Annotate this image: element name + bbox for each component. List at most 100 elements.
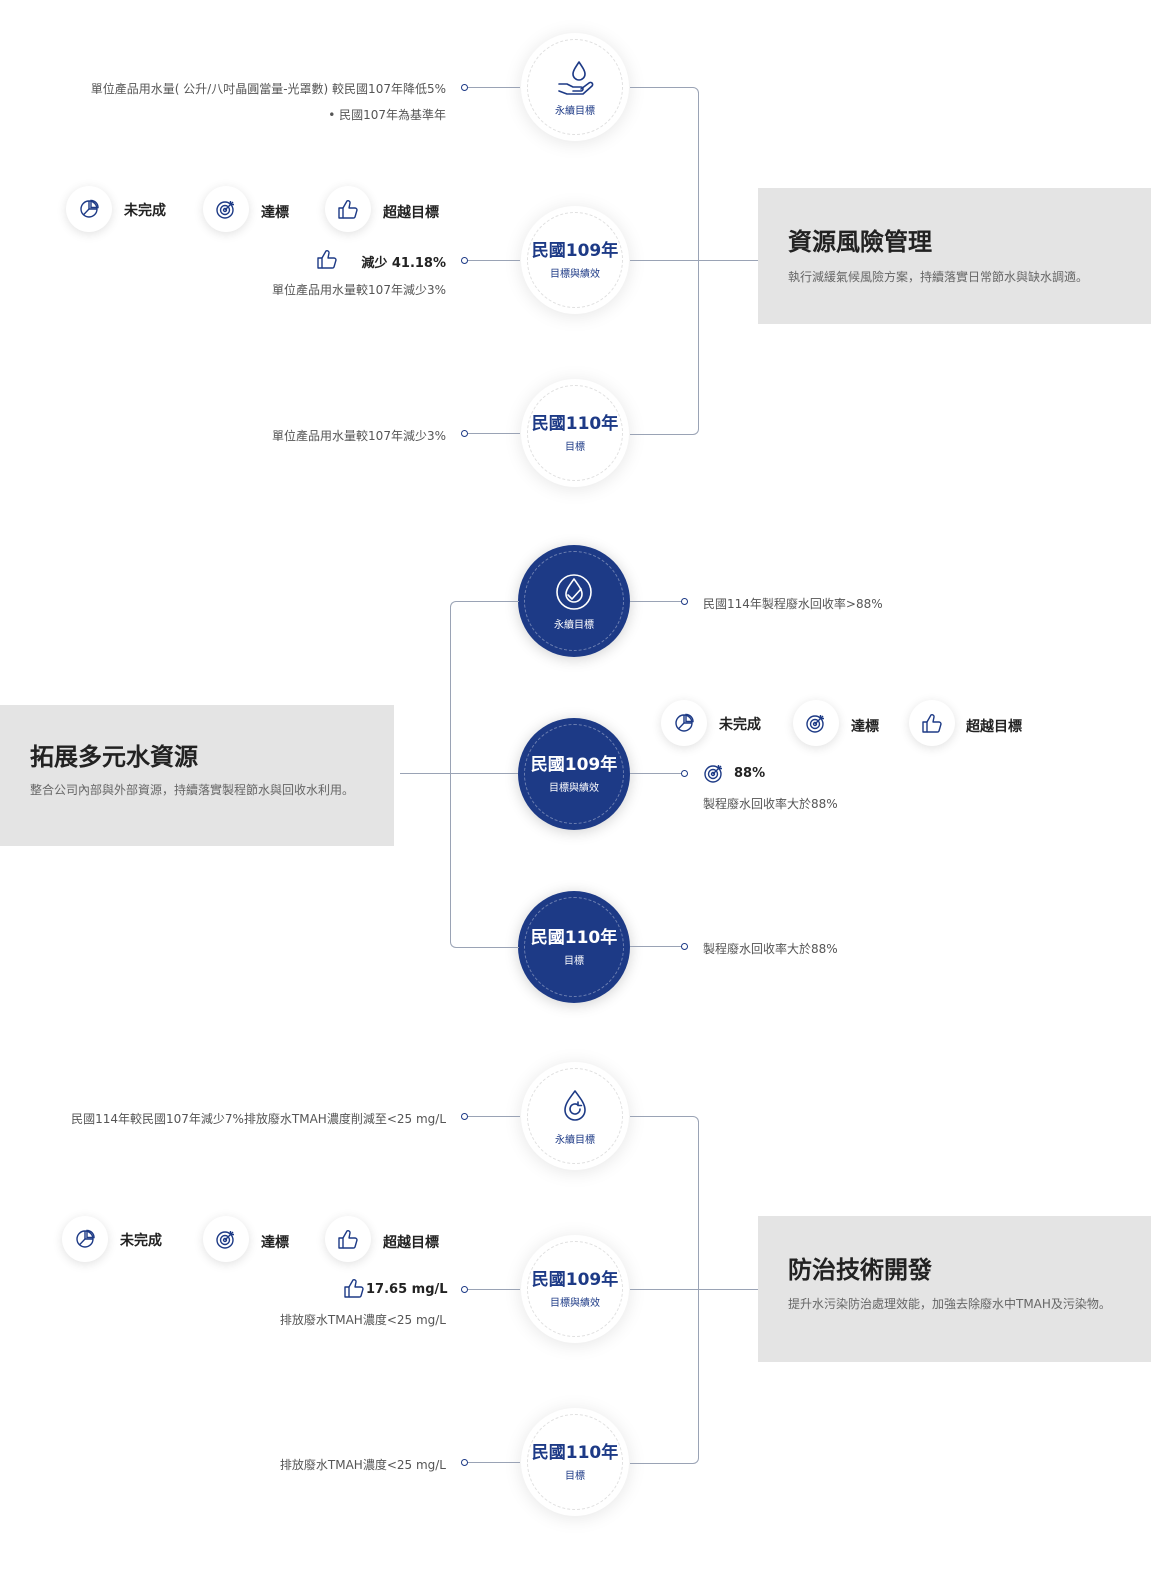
panel-desc: 提升水污染防治處理效能，加強去除廢水中TMAH及污染物。 <box>788 1297 1111 1311</box>
connector-line <box>468 433 520 434</box>
bracket-line <box>450 601 519 948</box>
year110-circle: 民國110年 目標 <box>521 379 629 487</box>
panel-desc: 整合公司內部與外部資源，持續落實製程節水與回收水利用。 <box>30 783 355 797</box>
year109-circle: 民國109年 目標與績效 <box>521 206 629 314</box>
target-icon <box>216 201 234 219</box>
perf-text: 排放廢水TMAH濃度<25 mg/L <box>279 1313 446 1327</box>
year-label: 民國109年 <box>531 240 619 261</box>
connector-line <box>630 1289 758 1290</box>
thumbs-up-icon <box>922 714 942 733</box>
goal-label: 永續目標 <box>555 1134 595 1146</box>
thumbs-up-icon <box>338 200 358 219</box>
year-label: 民國109年 <box>530 754 618 775</box>
perf-value: 減少 41.18% <box>361 256 446 271</box>
info-panel: 拓展多元水資源 整合公司內部與外部資源，持續落實製程節水與回收水利用。 <box>0 705 394 846</box>
bullet-dot <box>461 84 468 91</box>
thumbs-up-icon <box>317 250 337 269</box>
target-icon <box>704 765 722 783</box>
target-label: 目標 <box>564 955 584 967</box>
connector-line <box>630 601 682 602</box>
goal-perf-label: 目標與績效 <box>550 1297 600 1309</box>
legend-achieved-label: 達標 <box>261 1235 289 1251</box>
perf-text: 單位產品用水量較107年減少3% <box>272 283 446 297</box>
legend-achieved-badge <box>203 186 249 232</box>
target-text: 單位產品用水量較107年減少3% <box>272 429 446 443</box>
year-label: 民國109年 <box>531 1269 619 1290</box>
target-icon <box>216 1231 234 1249</box>
panel-desc: 執行減緩氣候風險方案，持續落實日常節水與缺水調適。 <box>788 270 1089 284</box>
bullet-dot <box>681 770 688 777</box>
water-check-icon <box>556 573 592 610</box>
goal-circle: 永續目標 <box>521 1062 629 1170</box>
pie-chart-icon <box>675 713 694 732</box>
bracket-line <box>630 1116 699 1464</box>
year110-circle: 民國110年 目標 <box>521 1408 629 1516</box>
year-label: 民國110年 <box>531 413 619 434</box>
pie-chart-icon <box>76 1229 95 1248</box>
year-label: 民國110年 <box>531 1442 619 1463</box>
target-text: 製程廢水回收率大於88% <box>703 942 838 956</box>
panel-title: 資源風險管理 <box>788 228 932 256</box>
bullet-dot <box>461 1286 468 1293</box>
goal-perf-label: 目標與績效 <box>549 782 599 794</box>
target-label: 目標 <box>565 1470 585 1482</box>
pie-chart-icon <box>80 199 99 218</box>
legend-exceeded-label: 超越目標 <box>966 719 1022 735</box>
thumbs-up-icon <box>338 1230 358 1249</box>
connector-line <box>630 260 758 261</box>
perf-text: 製程廢水回收率大於88% <box>703 797 838 811</box>
goal-label: 永續目標 <box>555 105 595 117</box>
goal-text: 單位產品用水量( 公升/八吋晶圓當量-光罩數) 較民國107年降低5% <box>90 82 446 96</box>
goal-text: 民國114年較民國107年減少7%排放廢水TMAH濃度削減至<25 mg/L <box>71 1112 446 1126</box>
connector-line <box>630 773 682 774</box>
connector-line <box>468 87 520 88</box>
goal-text: 民國114年製程廢水回收率>88% <box>703 597 883 611</box>
connector-line <box>468 1289 520 1290</box>
bracket-line <box>630 87 699 435</box>
bullet-dot <box>461 257 468 264</box>
connector-line <box>468 1462 520 1463</box>
water-cycle-icon <box>564 1089 586 1121</box>
goal-circle: 永續目標 <box>518 545 630 657</box>
legend-exceeded-badge <box>325 1216 371 1262</box>
legend-exceeded-label: 超越目標 <box>383 205 439 221</box>
bullet-dot <box>461 1113 468 1120</box>
legend-exceeded-label: 超越目標 <box>383 1235 439 1251</box>
connector-line <box>468 1116 520 1117</box>
year109-circle: 民國109年 目標與績效 <box>518 718 630 830</box>
bullet-dot <box>461 1459 468 1466</box>
legend-achieved-label: 達標 <box>851 719 879 735</box>
year-label: 民國110年 <box>530 927 618 948</box>
legend-incomplete-badge <box>62 1216 108 1262</box>
legend-incomplete-label: 未完成 <box>120 1233 162 1249</box>
goal-label: 永續目標 <box>554 619 594 631</box>
legend-achieved-badge <box>203 1216 249 1262</box>
info-panel: 防治技術開發 提升水污染防治處理效能，加強去除廢水中TMAH及污染物。 <box>758 1216 1151 1362</box>
year109-circle: 民國109年 目標與績效 <box>521 1235 629 1343</box>
bullet-dot <box>681 598 688 605</box>
goal-perf-label: 目標與績效 <box>550 268 600 280</box>
target-icon <box>806 715 824 733</box>
water-hand-icon <box>558 60 594 95</box>
thumbs-up-icon <box>344 1279 364 1298</box>
legend-incomplete-label: 未完成 <box>719 717 761 733</box>
legend-incomplete-badge <box>66 186 112 232</box>
panel-title: 拓展多元水資源 <box>30 743 198 771</box>
legend-incomplete-label: 未完成 <box>124 203 166 219</box>
connector-line <box>400 773 518 774</box>
goal-circle: 永續目標 <box>521 33 629 141</box>
info-panel: 資源風險管理 執行減緩氣候風險方案，持續落實日常節水與缺水調適。 <box>758 188 1151 324</box>
bullet-dot <box>681 943 688 950</box>
legend-exceeded-badge <box>325 186 371 232</box>
target-text: 排放廢水TMAH濃度<25 mg/L <box>279 1458 446 1472</box>
connector-line <box>468 260 520 261</box>
perf-value: 17.65 mg/L <box>366 1282 448 1297</box>
legend-exceeded-badge <box>909 700 955 746</box>
legend-achieved-badge <box>793 700 839 746</box>
connector-line <box>630 946 682 947</box>
legend-incomplete-badge <box>661 700 707 746</box>
target-label: 目標 <box>565 441 585 453</box>
legend-achieved-label: 達標 <box>261 205 289 221</box>
panel-title: 防治技術開發 <box>788 1256 932 1284</box>
bullet-dot <box>461 430 468 437</box>
